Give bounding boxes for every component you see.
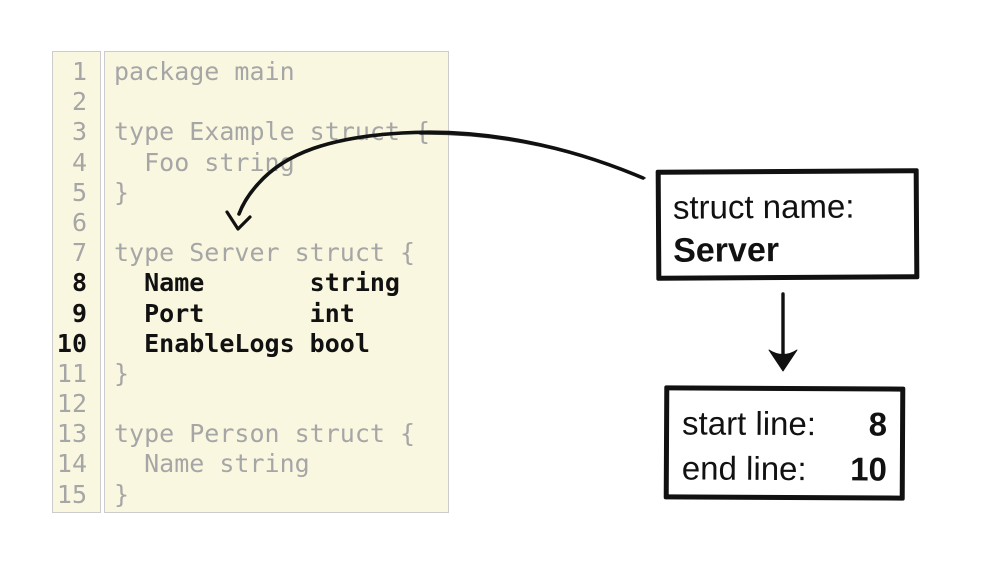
line-number-highlighted: 10	[56, 328, 87, 358]
line-number: 5	[71, 177, 87, 207]
down-arrow-icon	[768, 292, 798, 372]
struct-name-value: Server	[673, 231, 780, 270]
code-line: }	[114, 479, 130, 509]
line-number: 12	[56, 389, 87, 419]
line-number-gutter: 1 2 3 4 5 6 7 8 9 10 11 12 13 14 15	[52, 51, 101, 513]
line-range-box: start line: 8 end line: 10	[663, 385, 906, 501]
line-number: 1	[71, 57, 87, 86]
line-number: 7	[71, 238, 87, 268]
code-line: }	[114, 177, 130, 207]
line-number: 15	[56, 479, 87, 509]
end-line-label: end line:	[681, 449, 807, 488]
start-line-value: 8	[868, 405, 888, 443]
code-line: }	[114, 358, 130, 388]
line-number: 13	[56, 419, 87, 449]
end-line-value: 10	[850, 450, 887, 488]
struct-name-box: struct name: Server	[655, 168, 920, 281]
code-line: type Server struct {	[114, 238, 416, 268]
line-number: 3	[71, 117, 87, 147]
line-number-highlighted: 9	[71, 298, 87, 328]
line-number: 14	[56, 449, 87, 479]
code-line-highlighted: Name string	[114, 268, 400, 298]
end-line-row: end line: 10	[682, 445, 887, 491]
start-line-row: start line: 8	[682, 400, 887, 446]
line-number: 6	[71, 207, 87, 237]
line-number: 11	[56, 358, 87, 388]
code-line: Foo string	[114, 147, 295, 177]
code-line: type Example struct {	[114, 117, 431, 147]
code-panel: package main type Example struct { Foo s…	[104, 51, 449, 513]
struct-name-label: struct name:	[672, 187, 855, 226]
line-number-highlighted: 8	[71, 268, 87, 298]
code-line	[105, 87, 448, 117]
start-line-label: start line:	[682, 404, 817, 443]
line-number: 4	[71, 147, 87, 177]
code-line-highlighted: Port int	[114, 298, 355, 328]
code-line: Name string	[114, 449, 310, 479]
code-line	[105, 208, 448, 238]
line-number: 2	[71, 87, 87, 117]
code-line: type Person struct {	[114, 419, 416, 449]
code-line	[105, 389, 448, 419]
code-line-highlighted: EnableLogs bool	[114, 328, 370, 358]
code-line: package main	[114, 57, 295, 86]
